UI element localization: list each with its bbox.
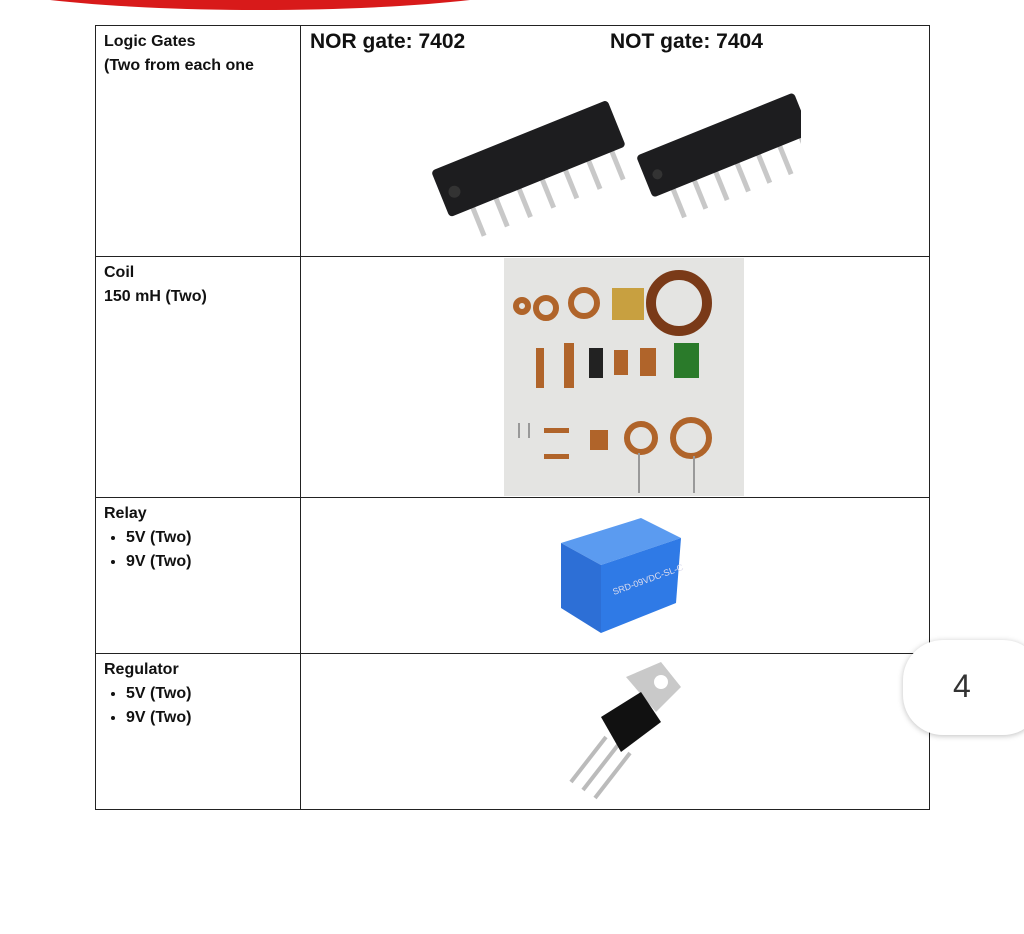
- row-label: Logic Gates: [104, 33, 196, 50]
- row-label: Coil: [104, 264, 135, 281]
- page-number: 4: [953, 668, 971, 704]
- row-label-cell: Coil 150 mH (Two): [95, 256, 301, 498]
- spec-item: 9V (Two): [126, 706, 292, 730]
- row-label-cell: Regulator 5V (Two)9V (Two): [95, 653, 301, 810]
- spec-item: 5V (Two): [126, 682, 292, 706]
- row-sublabel: (Two from each one: [104, 57, 254, 74]
- decorative-red-arc: [0, 0, 560, 10]
- image-cell: [300, 653, 930, 810]
- nor-gate-header: NOR gate: 7402: [310, 30, 466, 53]
- image-cell: [300, 256, 930, 498]
- spec-item: 5V (Two): [126, 526, 292, 550]
- row-label-cell: Logic Gates (Two from each one: [95, 25, 301, 257]
- table-row: Relay 5V (Two)9V (Two) SRD-09VDC-SL-C: [95, 497, 930, 654]
- not-gate-header: NOT gate: 7404: [610, 30, 763, 53]
- row-label: Regulator: [104, 661, 179, 678]
- image-cell: NOR gate: 7402 NOT gate: 7404: [300, 25, 930, 257]
- components-table: Logic Gates (Two from each one NOR gate:…: [95, 25, 930, 810]
- table-row: Coil 150 mH (Two): [95, 256, 930, 498]
- relay-image: SRD-09VDC-SL-C: [561, 518, 685, 633]
- table-row: Logic Gates (Two from each one NOR gate:…: [95, 25, 930, 257]
- regulator-image: [569, 662, 681, 800]
- row-label: Relay: [104, 505, 147, 522]
- image-cell: SRD-09VDC-SL-C: [300, 497, 930, 654]
- page-number-badge: 4: [903, 640, 1024, 735]
- row-label-cell: Relay 5V (Two)9V (Two): [95, 497, 301, 654]
- coils-image: [504, 258, 744, 496]
- table-row: Regulator 5V (Two)9V (Two): [95, 653, 930, 810]
- spec-item: 9V (Two): [126, 550, 292, 574]
- row-sublabel: 150 mH (Two): [104, 288, 207, 305]
- ic-chips-image: [432, 93, 801, 237]
